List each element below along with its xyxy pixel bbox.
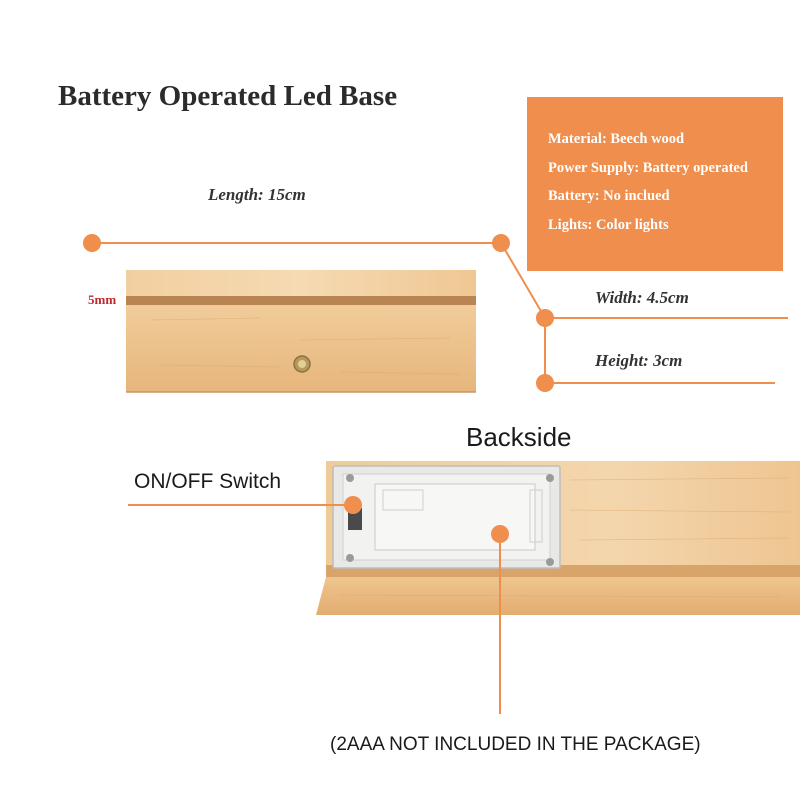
spec-power-supply: Power Supply: Battery operated <box>548 159 748 176</box>
height-dimension-line <box>536 318 775 392</box>
base-slot <box>126 296 476 305</box>
width-label: Width: 4.5cm <box>595 288 689 307</box>
led-base-front-view <box>126 270 476 393</box>
spec-box: Material: Beech wood Power Supply: Batte… <box>527 97 783 271</box>
switch-label: ON/OFF Switch <box>134 470 282 493</box>
width-dimension-line <box>500 242 788 327</box>
battery-note: (2AAA NOT INCLUDED IN THE PACKAGE) <box>330 734 701 755</box>
backside-heading: Backside <box>466 422 572 452</box>
battery-compartment <box>332 465 561 569</box>
spec-battery: Battery: No inclued <box>548 188 670 204</box>
page-title: Battery Operated Led Base <box>58 80 398 112</box>
spec-material: Material: Beech wood <box>548 131 685 147</box>
length-dimension-line <box>83 234 510 252</box>
spec-lights: Lights: Color lights <box>548 216 669 233</box>
height-label: Height: 3cm <box>595 351 683 370</box>
led-base-back-view <box>316 461 800 615</box>
battery-pointer <box>491 525 509 714</box>
switch-pointer <box>128 496 362 514</box>
length-label: Length: 15cm <box>208 185 306 204</box>
slot-width-label: 5mm <box>88 292 117 307</box>
power-button <box>293 355 311 373</box>
